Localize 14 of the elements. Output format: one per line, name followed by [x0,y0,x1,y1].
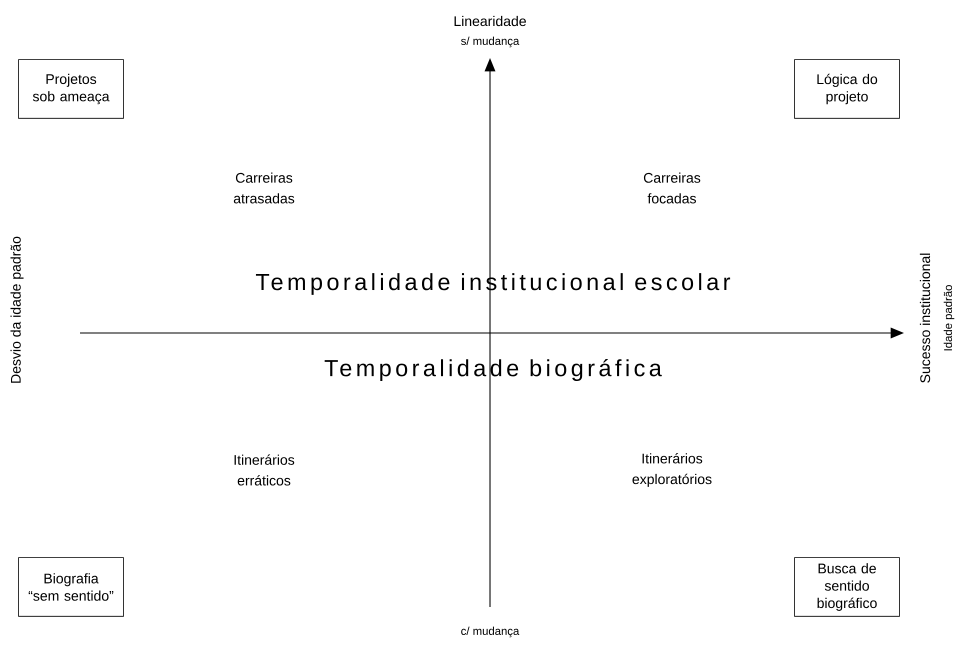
label: Itinerários exploratórios [632,453,712,487]
text-box: Busca de sentido biográfico [794,557,900,617]
label: s/ mudança [461,36,520,48]
label: Carreiras focadas [644,172,700,204]
label: Sucesso institucional [920,254,930,383]
label: Desvio da idade padrão [10,236,24,383]
label: c/ mudança [461,626,520,638]
text-box: Projetos sob ameaça [18,59,124,119]
text-box: Lógica do projeto [794,59,900,119]
label: Idade padrão [944,285,954,350]
label: Itinerários erráticos [234,454,294,486]
label: Carreiras atrasadas [234,172,294,204]
text-box: Biografia “sem sentido” [18,557,124,617]
label: Linearidade [454,16,526,26]
